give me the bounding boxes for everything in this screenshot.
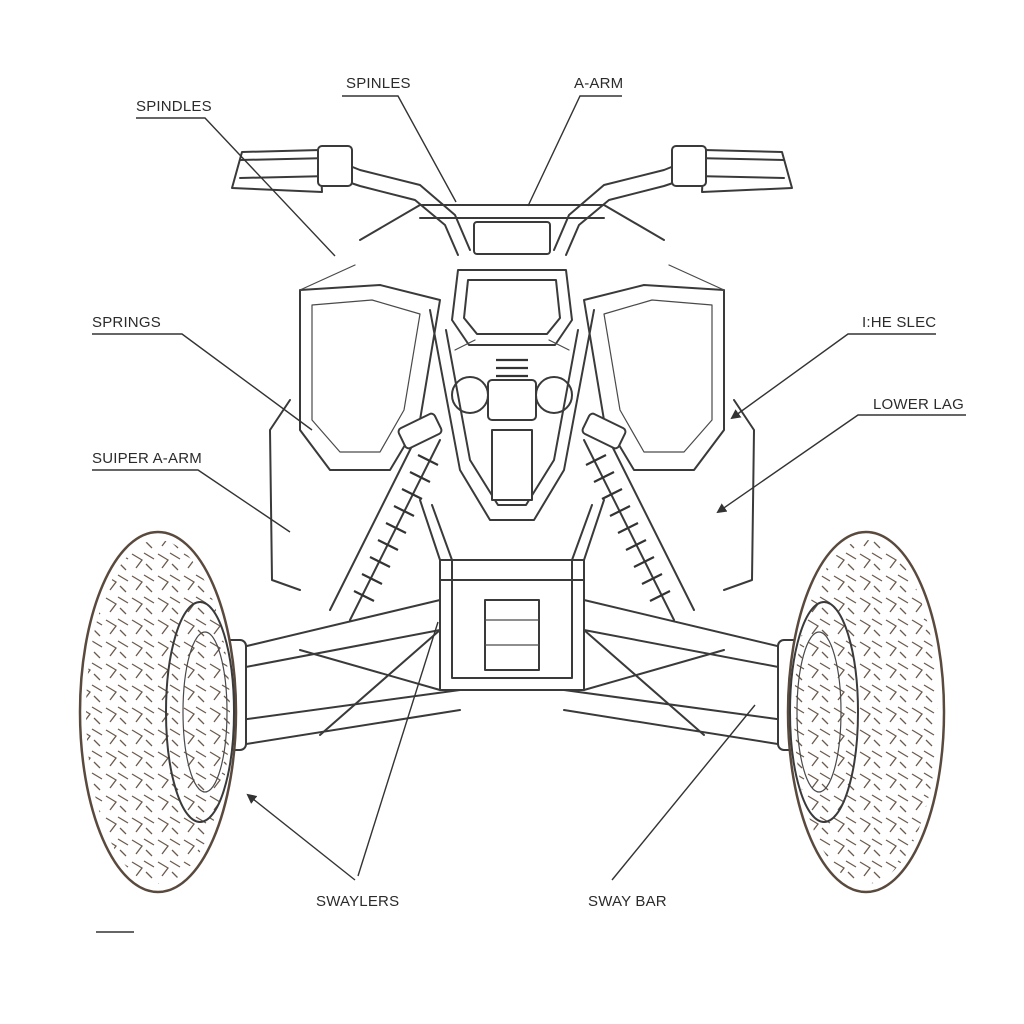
engine-frame [429, 309, 595, 521]
leader-a-arm [527, 95, 622, 207]
leader-lower-lag [716, 414, 966, 514]
label-spindles: SPINDLES [136, 98, 212, 115]
atv-illustration [78, 145, 946, 894]
handlebar [231, 145, 793, 256]
label-sway-bar: SWAY BAR [588, 893, 667, 910]
leader-swaylers-2 [357, 621, 439, 877]
body-fenders [269, 204, 755, 591]
leader-suiper-a-arm [92, 469, 291, 533]
leader-springs [92, 333, 313, 431]
label-springs: SPRINGS [92, 314, 161, 331]
front-bumper [419, 499, 605, 691]
part-labels: SPINDLES SPINLES A-ARM SPRINGS I:HE SLEC… [92, 75, 964, 910]
leader-ihe-slec [730, 333, 936, 420]
headlight-pod [451, 269, 573, 346]
label-a-arm: A-ARM [574, 75, 623, 92]
label-spinles: SPINLES [346, 75, 411, 92]
right-a-arms [563, 599, 825, 751]
left-shock-spring [329, 412, 443, 621]
label-swaylers: SWAYLERS [316, 893, 399, 910]
leader-sway-bar [611, 704, 756, 881]
leader-spindles [136, 117, 336, 257]
leader-swaylers-1 [246, 793, 356, 881]
leader-spinles [342, 95, 457, 203]
right-shock-spring [581, 412, 695, 621]
label-ihe-slec: I:HE SLEC [862, 314, 936, 331]
right-front-tire [786, 530, 946, 894]
label-suiper-a-arm: SUIPER A-ARM [92, 450, 202, 467]
label-lower-lag: LOWER LAG [873, 396, 964, 413]
leader-lines [92, 95, 966, 933]
left-front-tire [78, 530, 238, 894]
